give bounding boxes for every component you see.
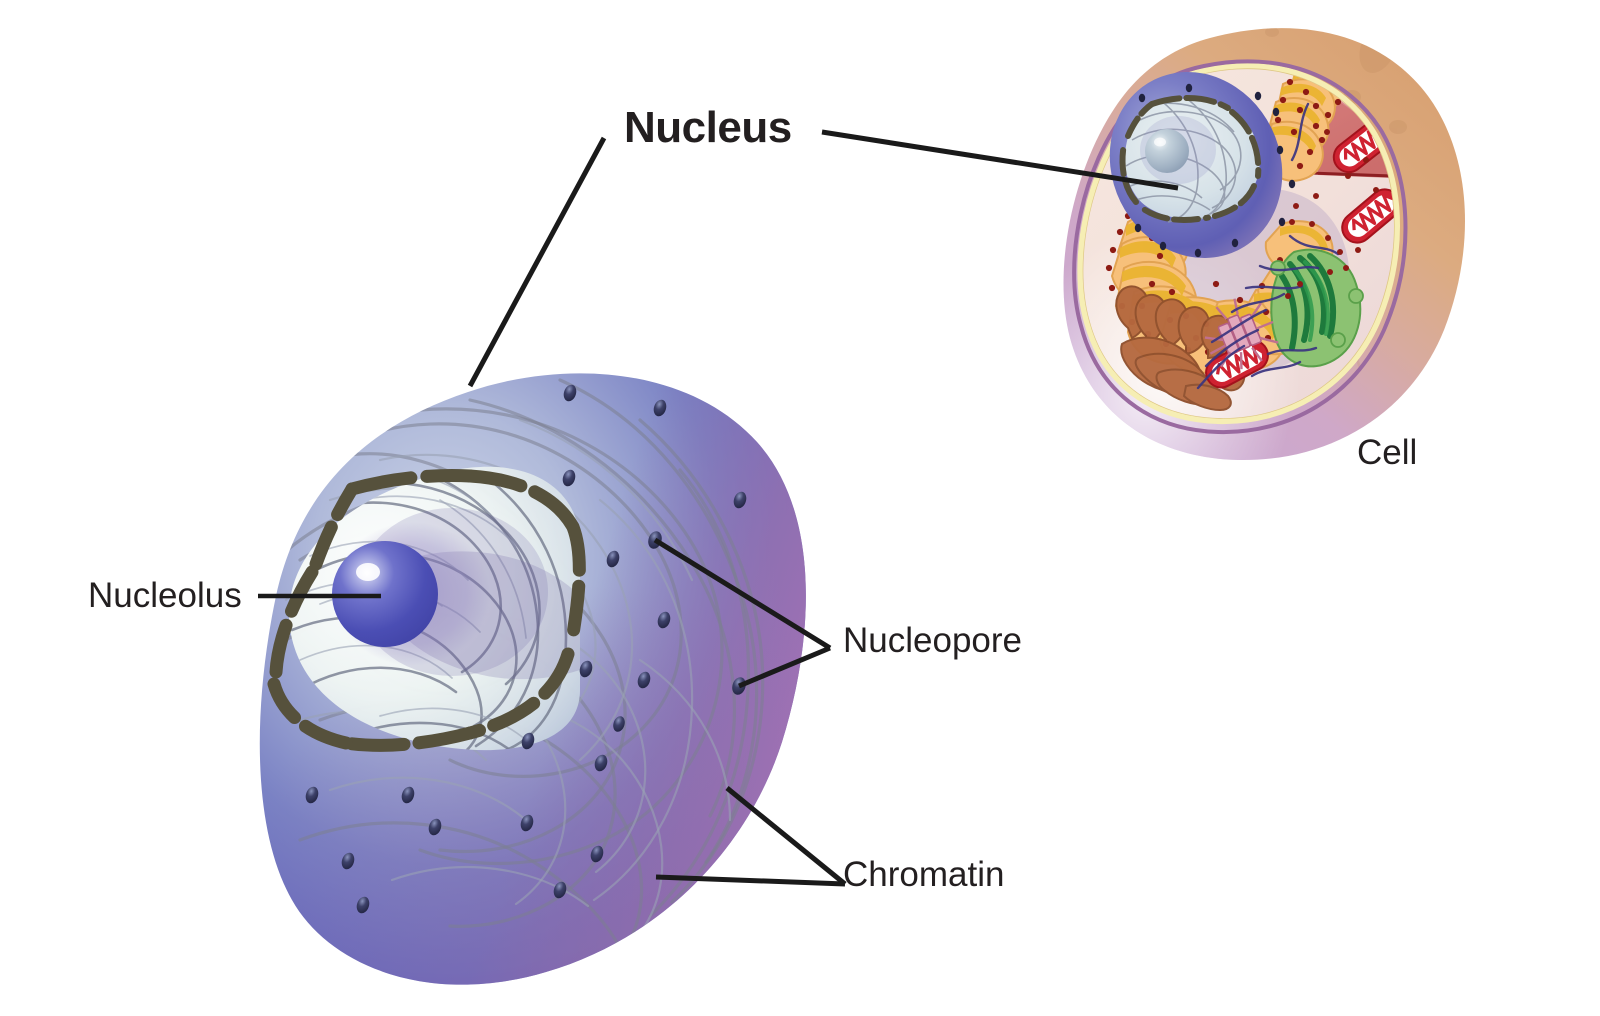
label-chromatin: Chromatin: [843, 855, 1005, 894]
leader-lines: [258, 129, 1179, 887]
nucleolus-sphere: [332, 522, 490, 666]
nucleopore: [562, 469, 576, 487]
nucleopore: [590, 845, 604, 863]
nucleopore: [613, 716, 625, 732]
nucleopore: [356, 896, 370, 914]
nucleopore: [305, 786, 319, 804]
nucleopore: [594, 754, 608, 772]
nucleopore: [521, 732, 535, 750]
nucleopore-group: [305, 384, 747, 914]
nucleopore: [401, 786, 415, 804]
nuclear-envelope-cut-rim: [267, 469, 586, 752]
inset-nucleopore-group: [1134, 83, 1296, 258]
golgi-vesicle: [1348, 288, 1364, 304]
nucleopore: [341, 852, 355, 870]
nucleopore: [606, 550, 620, 568]
nucleopore: [653, 399, 667, 417]
cytoskeleton: [1196, 102, 1340, 390]
free-ribosome-group: [1285, 157, 1379, 299]
label-nucleolus: Nucleolus: [88, 576, 242, 615]
leader-nucleus-to-main: [467, 136, 607, 388]
label-cell: Cell: [1357, 433, 1418, 472]
leader-nucleus-to-cell: [821, 129, 1179, 191]
nucleopore: [428, 818, 442, 836]
centriole: [1204, 298, 1279, 370]
leader-nucleopore-upper: [653, 537, 832, 651]
leader-nucleopore-lower: [738, 645, 831, 689]
leader-chromatin-upper: [725, 786, 847, 886]
nucleopore: [579, 660, 593, 678]
main-nucleus-illustration: [259, 373, 806, 985]
label-nucleopore: Nucleopore: [843, 621, 1022, 660]
golgi-vesicle: [1270, 260, 1286, 276]
nucleopore: [553, 881, 567, 899]
label-nucleus: Nucleus: [624, 103, 792, 152]
nucleopore: [637, 671, 651, 689]
inset-nucleus: [1109, 72, 1296, 258]
nucleopore: [733, 491, 747, 509]
inset-nucleolus: [1145, 129, 1189, 173]
golgi-apparatus: [1270, 248, 1364, 368]
cell-inset-illustration: [1063, 28, 1465, 461]
leader-chromatin-lower: [655, 874, 846, 887]
nucleopore: [520, 814, 534, 832]
nucleopore: [657, 611, 671, 629]
golgi-vesicle: [1330, 332, 1346, 348]
nucleopore: [563, 384, 577, 402]
